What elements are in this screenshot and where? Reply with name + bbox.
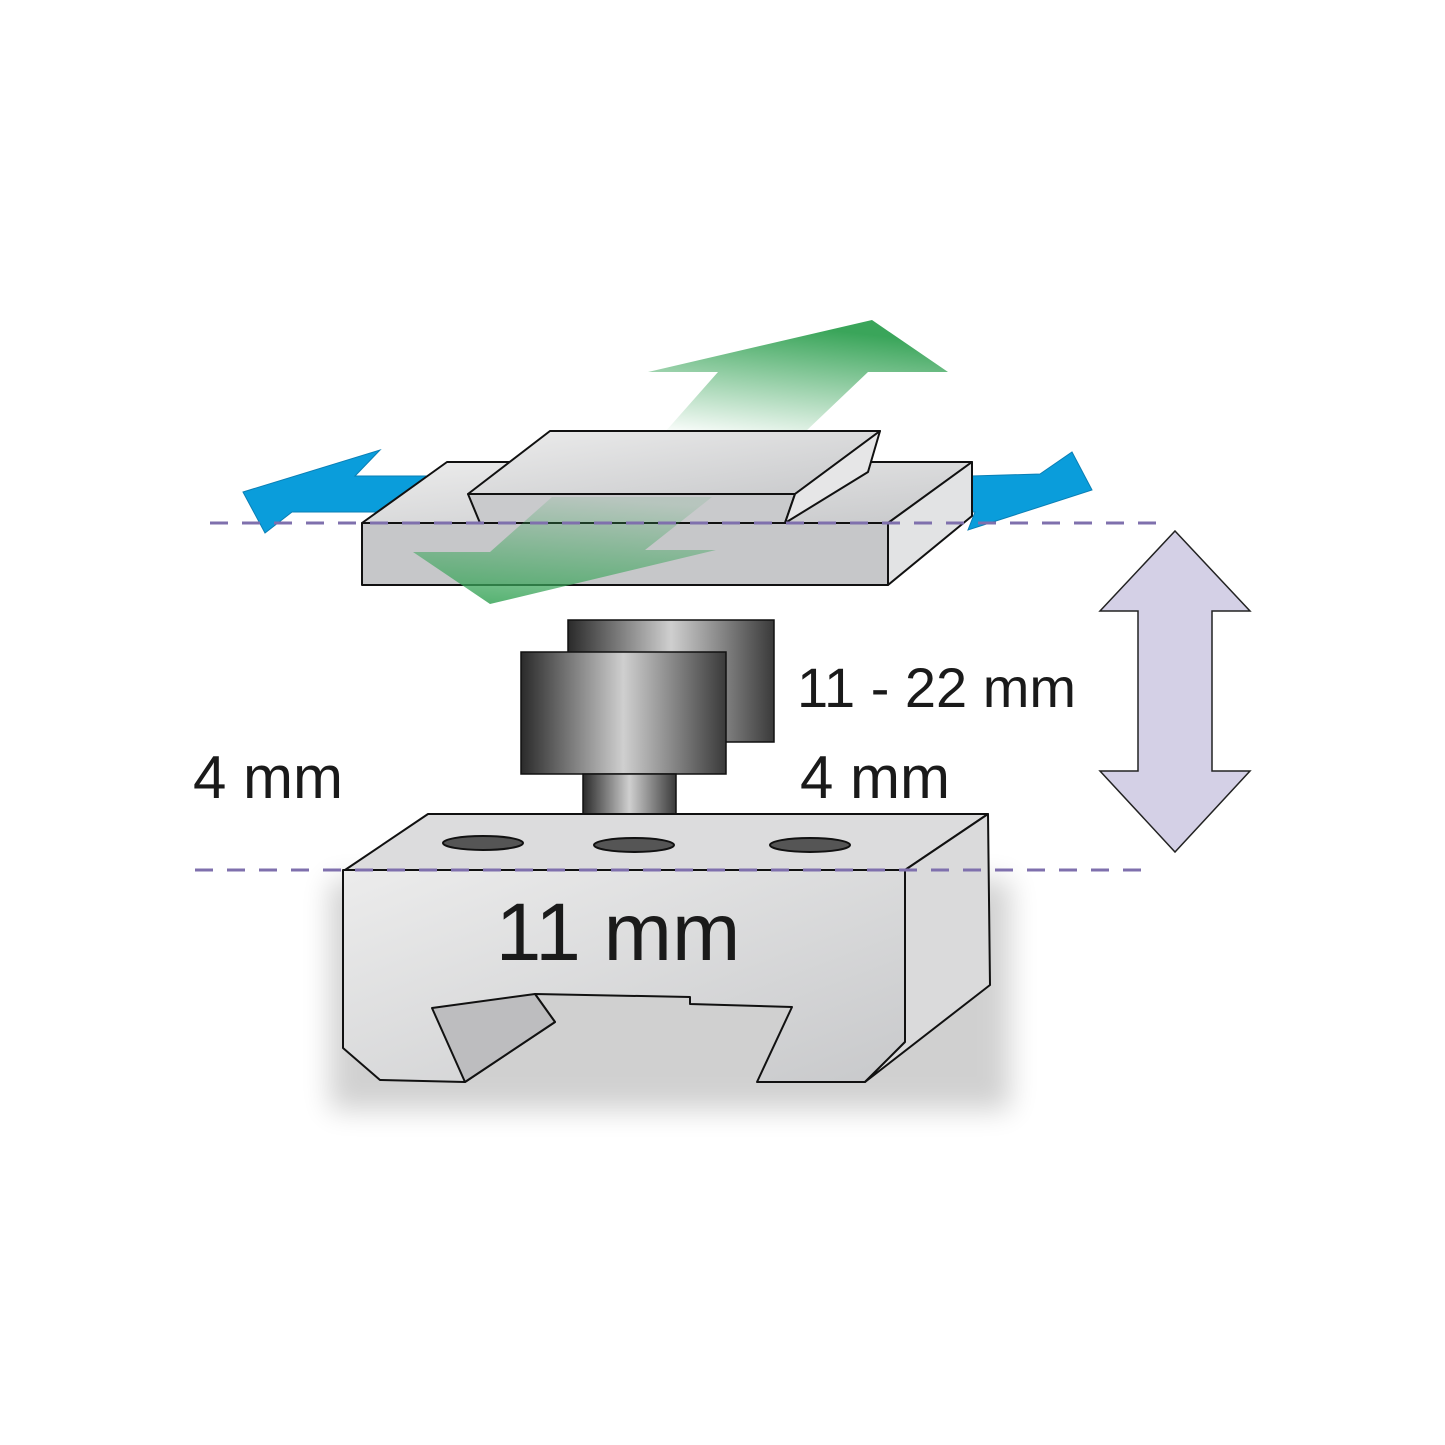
base-width-label: 11 mm xyxy=(496,887,741,978)
right-thickness-label: 4 mm xyxy=(800,744,950,811)
left-thickness-label: 4 mm xyxy=(193,744,343,811)
green-up-arrow xyxy=(648,320,948,432)
base-block xyxy=(342,813,991,1083)
eccentric-cylinders xyxy=(520,619,775,831)
height-double-arrow xyxy=(1098,529,1252,854)
range-label: 11 - 22 mm xyxy=(797,656,1076,719)
